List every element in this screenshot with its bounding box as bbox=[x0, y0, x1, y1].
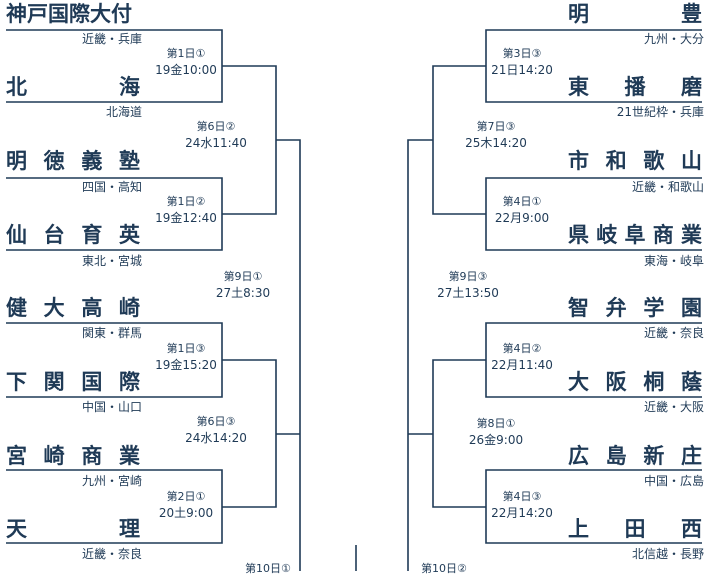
game-time: 24水11:40 bbox=[185, 136, 247, 150]
game-schedule-label: 第9日③ 27土13:50 bbox=[432, 268, 504, 302]
game-schedule-label: 第4日① 22月9:00 bbox=[486, 193, 558, 227]
game-schedule-label: 第10日② bbox=[408, 560, 480, 577]
school-name: 明徳義塾 bbox=[6, 149, 140, 173]
school-region: 近畿・奈良 bbox=[81, 547, 142, 561]
school-name: 市和歌山 bbox=[568, 149, 702, 173]
game-schedule-label: 第1日① 19金10:00 bbox=[150, 45, 222, 79]
game-day: 第9日① bbox=[223, 270, 263, 283]
game-schedule-label: 第1日③ 19金15:20 bbox=[150, 340, 222, 374]
school-name: 広島新庄 bbox=[568, 444, 702, 468]
game-day: 第3日③ bbox=[502, 47, 542, 60]
school-region: 21世紀枠・兵庫 bbox=[616, 105, 704, 119]
school-region: 中国・広島 bbox=[643, 474, 704, 488]
game-schedule-label: 第1日② 19金12:40 bbox=[150, 193, 222, 227]
school-name: 宮崎商業 bbox=[6, 444, 140, 468]
game-day: 第6日③ bbox=[196, 415, 236, 428]
game-schedule-label: 第10日① bbox=[232, 560, 304, 577]
game-time: 22月11:40 bbox=[491, 358, 553, 372]
school-name: 天理 bbox=[6, 517, 140, 541]
game-schedule-label: 第6日② 24水11:40 bbox=[180, 118, 252, 152]
game-time: 22月14:20 bbox=[491, 506, 553, 520]
school-region: 九州・大分 bbox=[643, 32, 704, 46]
game-schedule-label: 第8日① 26金9:00 bbox=[460, 415, 532, 449]
game-day: 第4日③ bbox=[502, 490, 542, 503]
school-name: 県岐阜商業 bbox=[568, 223, 702, 247]
game-schedule-label: 第7日③ 25木14:20 bbox=[460, 118, 532, 152]
game-time: 19金10:00 bbox=[155, 63, 217, 77]
school-region: 北海道 bbox=[105, 105, 142, 119]
game-day: 第7日③ bbox=[476, 120, 516, 133]
school-name: 北海 bbox=[6, 75, 140, 99]
game-schedule-label: 第9日① 27土8:30 bbox=[207, 268, 279, 302]
school-name: 上田西 bbox=[568, 517, 702, 541]
game-time: 20土9:00 bbox=[158, 506, 214, 520]
game-day: 第1日③ bbox=[166, 342, 206, 355]
school-region: 四国・高知 bbox=[81, 180, 142, 194]
school-region: 北信越・長野 bbox=[631, 547, 704, 561]
game-day: 第10日① bbox=[245, 562, 291, 575]
school-region: 東北・宮城 bbox=[81, 254, 142, 268]
school-name: 大阪桐蔭 bbox=[568, 370, 702, 394]
game-schedule-label: 第4日③ 22月14:20 bbox=[486, 488, 558, 522]
game-day: 第2日① bbox=[166, 490, 206, 503]
school-region: 近畿・大阪 bbox=[643, 400, 704, 414]
school-region: 東海・岐阜 bbox=[643, 254, 704, 268]
game-schedule-label: 第6日③ 24水14:20 bbox=[180, 413, 252, 447]
school-region: 近畿・兵庫 bbox=[81, 32, 142, 46]
school-region: 関東・群馬 bbox=[81, 326, 142, 340]
game-time: 19金12:40 bbox=[155, 211, 217, 225]
game-time: 25木14:20 bbox=[465, 136, 527, 150]
game-time: 27土13:50 bbox=[437, 286, 499, 300]
game-day: 第10日② bbox=[421, 562, 467, 575]
game-time: 26金9:00 bbox=[468, 433, 524, 447]
school-name: 仙台育英 bbox=[6, 223, 140, 247]
game-day: 第9日③ bbox=[448, 270, 488, 283]
school-name: 下関国際 bbox=[6, 370, 140, 394]
school-name: 東播磨 bbox=[568, 75, 702, 99]
game-day: 第1日② bbox=[166, 195, 206, 208]
school-name: 神戸国際大付 bbox=[6, 2, 132, 26]
school-name: 智弁学園 bbox=[568, 296, 702, 320]
game-day: 第1日① bbox=[166, 47, 206, 60]
game-time: 22月9:00 bbox=[494, 211, 550, 225]
game-schedule-label: 第3日③ 21日14:20 bbox=[486, 45, 558, 79]
school-region: 中国・山口 bbox=[81, 400, 142, 414]
bracket-line-l7 bbox=[276, 139, 301, 571]
school-name: 健大高崎 bbox=[6, 296, 140, 320]
school-region: 近畿・和歌山 bbox=[631, 180, 704, 194]
game-day: 第8日① bbox=[476, 417, 516, 430]
game-time: 24水14:20 bbox=[185, 431, 247, 445]
game-schedule-label: 第4日② 22月11:40 bbox=[486, 340, 558, 374]
bracket-line-r7 bbox=[407, 139, 433, 571]
game-day: 第6日② bbox=[196, 120, 236, 133]
game-time: 21日14:20 bbox=[491, 63, 553, 77]
game-time: 27土8:30 bbox=[215, 286, 271, 300]
school-region: 九州・宮崎 bbox=[81, 474, 142, 488]
game-day: 第4日① bbox=[502, 195, 542, 208]
game-schedule-label: 第2日① 20土9:00 bbox=[150, 488, 222, 522]
school-region: 近畿・奈良 bbox=[643, 326, 704, 340]
school-name: 明豊 bbox=[568, 2, 702, 26]
game-day: 第4日② bbox=[502, 342, 542, 355]
game-time: 19金15:20 bbox=[155, 358, 217, 372]
